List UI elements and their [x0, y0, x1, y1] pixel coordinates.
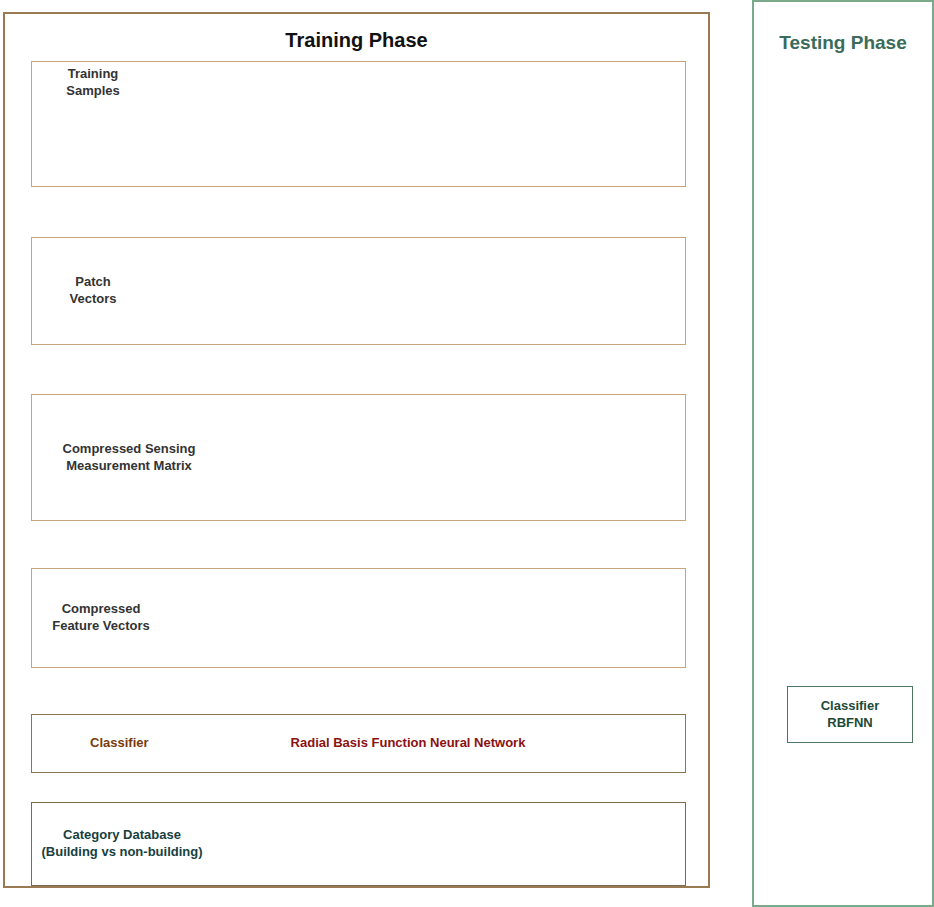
classifier-band: Classifier Radial Basis Function Neural N… — [31, 714, 686, 773]
box-label: Category Database (Building vs non-build… — [36, 827, 208, 861]
text-slot: Compressed Feature Vectors — [43, 569, 159, 667]
text-slot: Testing Phase — [754, 26, 932, 60]
process-row: Patch Vectors — [31, 237, 686, 345]
text-slot: Patch Vectors — [61, 238, 125, 344]
text-slot: Training Phase — [5, 22, 708, 58]
text-slot: Category Database (Building vs non-build… — [36, 803, 208, 885]
box-label: Training Samples — [53, 66, 133, 100]
box-label: Classifier RBFNN — [805, 698, 895, 732]
process-row: Compressed Feature Vectors — [31, 568, 686, 668]
box-label: Compressed Feature Vectors — [43, 601, 159, 635]
text-slot: Training Samples — [53, 62, 133, 104]
classifier-box: Classifier RBFNN — [787, 686, 913, 743]
box-label: Radial Basis Function Neural Network — [291, 735, 526, 752]
box-label: Patch Vectors — [61, 274, 125, 308]
box-label: Compressed Sensing Measurement Matrix — [47, 441, 211, 475]
box-label: Classifier — [90, 735, 149, 752]
text-slot: Classifier — [90, 715, 180, 772]
text-slot: Radial Basis Function Neural Network — [258, 715, 558, 772]
panel-title: Training Phase — [285, 27, 427, 53]
phase-panel: Training PhaseTraining SamplesPatch Vect… — [3, 12, 710, 888]
process-row: Training Samples — [31, 61, 686, 187]
database-band: Category Database (Building vs non-build… — [31, 802, 686, 886]
panel-title: Testing Phase — [779, 31, 906, 56]
process-row: Compressed Sensing Measurement Matrix — [31, 394, 686, 521]
text-slot: Classifier RBFNN — [788, 687, 912, 742]
phase-panel: Testing PhaseClassifier RBFNN — [752, 0, 934, 907]
text-slot: Compressed Sensing Measurement Matrix — [47, 395, 211, 520]
